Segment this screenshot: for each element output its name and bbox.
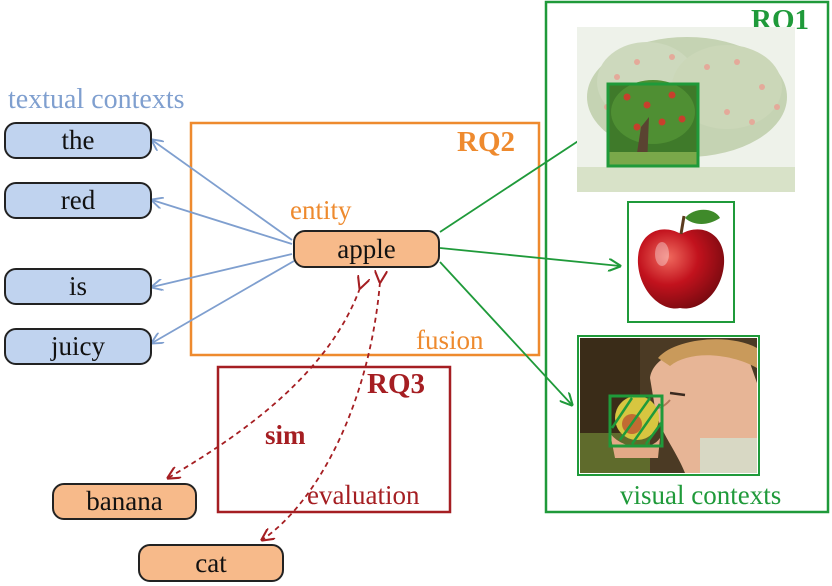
sim-arrow-apple-cat: [262, 282, 380, 540]
arrow-apple-to-boy: [439, 261, 572, 405]
word-is: is: [4, 268, 152, 305]
fusion-label: fusion: [416, 325, 484, 355]
arrow-apple-to-is: [152, 253, 293, 287]
word-banana: banana: [52, 483, 197, 520]
rq1-frame: [544, 0, 830, 514]
arrow-apple-to-red: [152, 200, 293, 245]
apple-tree-image: [577, 27, 795, 192]
arrow-apple-to-red-apple: [439, 247, 620, 266]
word-the: the: [4, 122, 152, 159]
entity-label: entity: [290, 195, 352, 225]
arrow-apple-to-tree: [439, 128, 598, 233]
boy-eating-apple-image: [580, 338, 757, 473]
sim-arrow-apple-banana-a: [168, 288, 360, 478]
visual-contexts-label: visual contexts: [620, 480, 782, 510]
red-apple-image: [637, 209, 725, 309]
rq3-title: RQ3: [367, 368, 425, 400]
sim-label: sim: [265, 420, 306, 450]
word-red: red: [4, 182, 152, 219]
arrow-apple-to-juicy: [152, 260, 295, 343]
arrow-apple-to-the: [152, 140, 293, 241]
word-juicy: juicy: [4, 328, 152, 365]
rq2-title: RQ2: [457, 126, 515, 158]
word-cat: cat: [138, 544, 284, 582]
boy-eating-frame: [577, 335, 760, 476]
textual-contexts-heading: textual contexts: [8, 84, 185, 115]
entity-apple: apple: [293, 230, 440, 268]
evaluation-label: evaluation: [307, 480, 420, 510]
